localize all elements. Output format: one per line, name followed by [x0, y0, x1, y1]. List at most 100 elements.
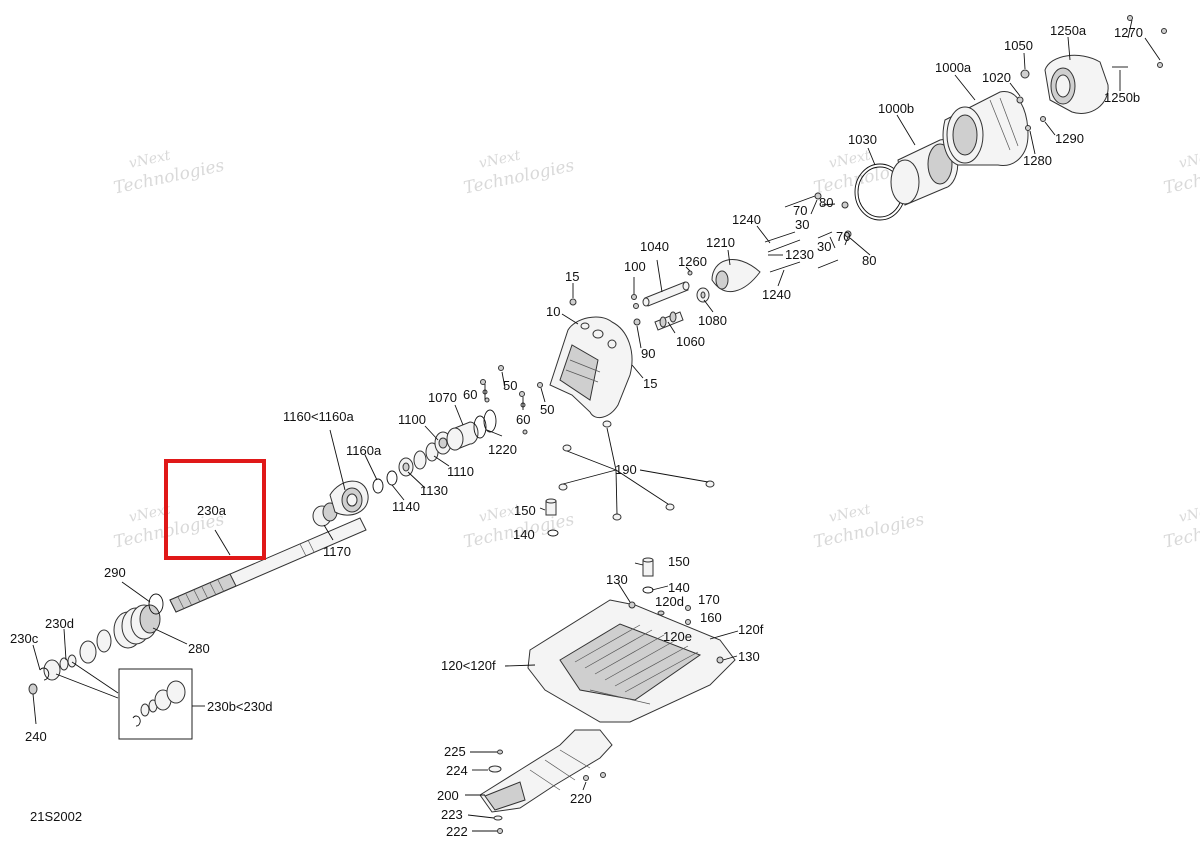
- watermark: vNext Technologies: [462, 147, 576, 198]
- bolts-group: [480, 298, 577, 435]
- nozzle-1250a-part[interactable]: [1044, 54, 1109, 114]
- callout-1070: 1070: [428, 390, 457, 405]
- fastener-1260-part[interactable]: [687, 270, 693, 276]
- fastener-100-part[interactable]: [631, 294, 639, 309]
- callout-200: 200: [437, 788, 459, 803]
- grommet-190-group[interactable]: [558, 420, 715, 521]
- liner-1000b-part[interactable]: [890, 139, 959, 206]
- callout-1110: 1110: [447, 464, 474, 479]
- callout-1000a: 1000a: [935, 60, 972, 75]
- ring-1110-part[interactable]: [413, 442, 439, 470]
- bearing-1100-part[interactable]: [434, 431, 452, 455]
- screw-225-part[interactable]: [497, 749, 503, 755]
- callout-1210: 1210: [706, 235, 735, 250]
- watermark-line-1: vNext: [1178, 501, 1200, 525]
- bearing-1070-part[interactable]: [446, 421, 479, 451]
- screw-222-part[interactable]: [497, 828, 503, 834]
- callout-1030: 1030: [848, 132, 877, 147]
- oring-140b-part[interactable]: [642, 586, 654, 594]
- shaft-1040-part[interactable]: [642, 281, 690, 307]
- pin-1240a-part[interactable]: [764, 231, 801, 253]
- pump-housing-1000a-part[interactable]: [942, 91, 1029, 166]
- clamp-290-part[interactable]: [148, 593, 164, 615]
- kit-230b-box[interactable]: [118, 668, 193, 740]
- bolt-220-part[interactable]: [583, 772, 606, 781]
- callout-60: 60: [516, 412, 530, 427]
- seal-1130-part[interactable]: [398, 457, 414, 477]
- callout-80: 80: [862, 253, 876, 268]
- watermark: vNext Technologies: [1162, 147, 1200, 198]
- drive-shaft-part[interactable]: [169, 517, 367, 613]
- bolt-50b-part[interactable]: [537, 382, 543, 388]
- screw-1290-part[interactable]: [1040, 116, 1046, 122]
- bolt-1270-part[interactable]: [1127, 15, 1167, 68]
- watermark: vNext Technologies: [1162, 501, 1200, 552]
- seal-1160-part[interactable]: [329, 480, 369, 516]
- callout-1170: 1170: [323, 544, 351, 559]
- callout-224: 224: [446, 763, 468, 778]
- callout-140: 140: [513, 527, 535, 542]
- plug-150a-part[interactable]: [545, 498, 557, 516]
- pin-30b-part[interactable]: [817, 231, 839, 269]
- oring-140a-part[interactable]: [547, 529, 559, 537]
- callout-1050: 1050: [1004, 38, 1033, 53]
- fitting-1050-part[interactable]: [1020, 69, 1030, 79]
- callout-150: 150: [668, 554, 690, 569]
- screw-1280-part[interactable]: [1025, 125, 1031, 131]
- callout-100: 100: [624, 259, 646, 274]
- callout-labels: 15 10 90 15 100 1040 1260 1060 1080 1210…: [10, 23, 1143, 839]
- callout-30: 30: [817, 239, 831, 254]
- screw-160-part[interactable]: [685, 619, 691, 625]
- screw-170-part[interactable]: [685, 605, 691, 611]
- bolt-90-part[interactable]: [633, 318, 641, 326]
- washer-120d-part[interactable]: [657, 610, 665, 616]
- cone-1210-part[interactable]: [711, 259, 761, 292]
- callout-15: 15: [565, 269, 579, 284]
- bearing-1170-part[interactable]: [312, 502, 338, 527]
- callout-60: 60: [463, 387, 477, 402]
- bolt-60b-part[interactable]: [519, 391, 528, 435]
- callout-120f: 120f: [738, 622, 764, 637]
- callout-1080: 1080: [698, 313, 727, 328]
- callout-120: 120<120f: [441, 658, 496, 673]
- watermark: vNext Technologies: [112, 147, 226, 198]
- callout-1290: 1290: [1055, 131, 1084, 146]
- intake-grate-200-part[interactable]: [479, 729, 613, 813]
- washer-1080-part[interactable]: [696, 287, 710, 303]
- pin-1240b-part[interactable]: [769, 261, 801, 273]
- nozzle-group: [854, 15, 1167, 221]
- callout-70: 70: [836, 229, 850, 244]
- ring-230d-part[interactable]: [43, 629, 112, 681]
- circlip-1140-part[interactable]: [386, 470, 398, 486]
- callout-223: 223: [441, 807, 463, 822]
- oring-1220-part[interactable]: [473, 409, 497, 439]
- watermark: vNext Technologies: [462, 501, 576, 552]
- pin-70a-part[interactable]: [814, 192, 822, 200]
- callout-150: 150: [514, 503, 536, 518]
- pin-80a-part[interactable]: [841, 201, 849, 209]
- washer-224-part[interactable]: [488, 765, 502, 773]
- callout-1230: 1230: [785, 247, 814, 262]
- nut-240-part[interactable]: [28, 683, 38, 695]
- callout-1240: 1240: [762, 287, 791, 302]
- highlight-box[interactable]: [164, 459, 266, 560]
- pins-group: [764, 192, 852, 273]
- fitting-1020-part[interactable]: [1016, 96, 1024, 104]
- callout-225: 225: [444, 744, 466, 759]
- callout-30: 30: [795, 217, 809, 232]
- callout-160: 160: [700, 610, 722, 625]
- housing-10-part[interactable]: [549, 316, 633, 419]
- boot-280-part[interactable]: [113, 604, 161, 649]
- plug-150b-part[interactable]: [642, 557, 654, 577]
- callout-70: 70: [793, 203, 807, 218]
- circlip-1160a-part[interactable]: [372, 478, 384, 494]
- bolt-15-part[interactable]: [569, 298, 577, 306]
- shaft-1060-part[interactable]: [654, 311, 684, 331]
- circlip-230c-part[interactable]: [39, 667, 50, 681]
- ride-plate-120-part[interactable]: [527, 599, 736, 723]
- pin-30a-part[interactable]: [784, 195, 816, 208]
- washer-223-part[interactable]: [493, 815, 503, 821]
- bolt-50a-part[interactable]: [498, 365, 504, 371]
- drive-shaft-group: [28, 478, 384, 740]
